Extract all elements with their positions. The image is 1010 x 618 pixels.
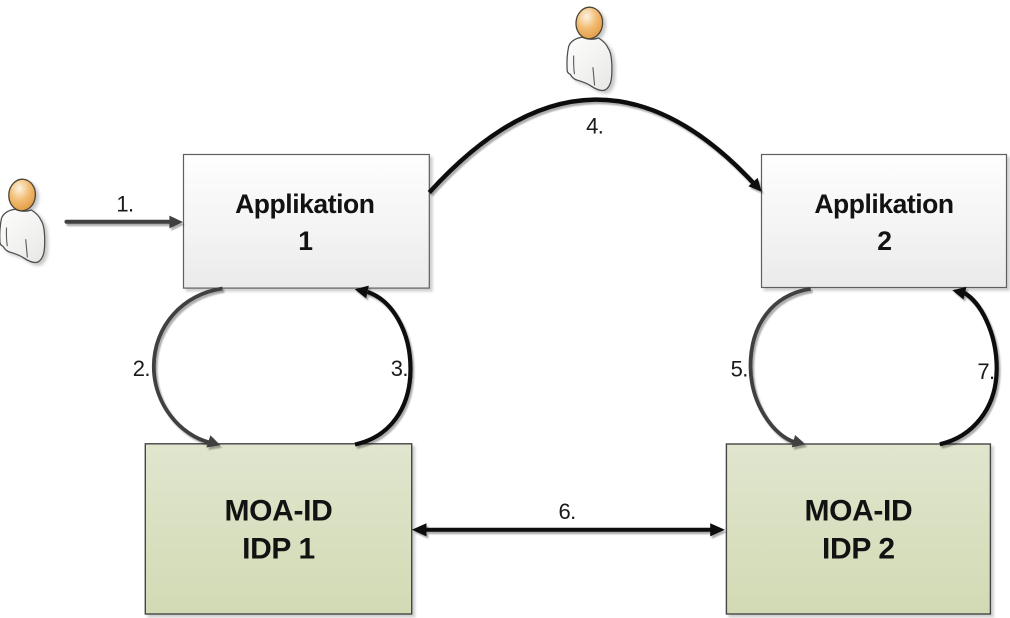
svg-text:MOA-ID: MOA-ID <box>804 495 912 528</box>
svg-text:Applikation: Applikation <box>235 189 374 219</box>
svg-text:3.: 3. <box>391 356 408 381</box>
svg-text:IDP 1: IDP 1 <box>242 533 315 566</box>
svg-text:2: 2 <box>877 226 891 256</box>
svg-text:4.: 4. <box>586 114 603 139</box>
svg-text:Applikation: Applikation <box>814 189 953 219</box>
svg-text:1.: 1. <box>116 192 133 217</box>
svg-text:2.: 2. <box>133 356 150 381</box>
svg-text:MOA-ID: MOA-ID <box>225 495 333 528</box>
svg-text:7.: 7. <box>977 359 994 384</box>
svg-text:1: 1 <box>298 226 312 256</box>
svg-text:IDP 2: IDP 2 <box>822 533 895 566</box>
svg-text:5.: 5. <box>731 357 748 382</box>
svg-text:6.: 6. <box>559 499 576 524</box>
